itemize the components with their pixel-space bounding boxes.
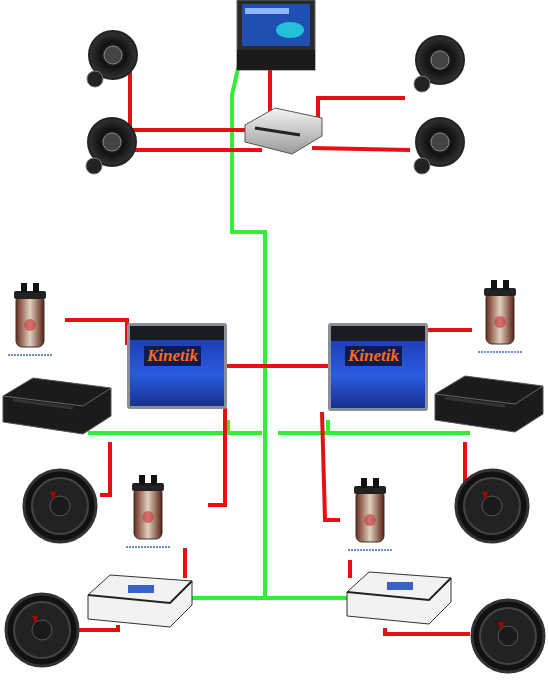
- power-wire: [227, 364, 328, 368]
- battery: Kinetik: [127, 323, 227, 409]
- brand-label: Kinetik: [144, 346, 201, 366]
- brand-label: Kinetik: [345, 346, 402, 366]
- battery: Kinetik: [328, 323, 428, 411]
